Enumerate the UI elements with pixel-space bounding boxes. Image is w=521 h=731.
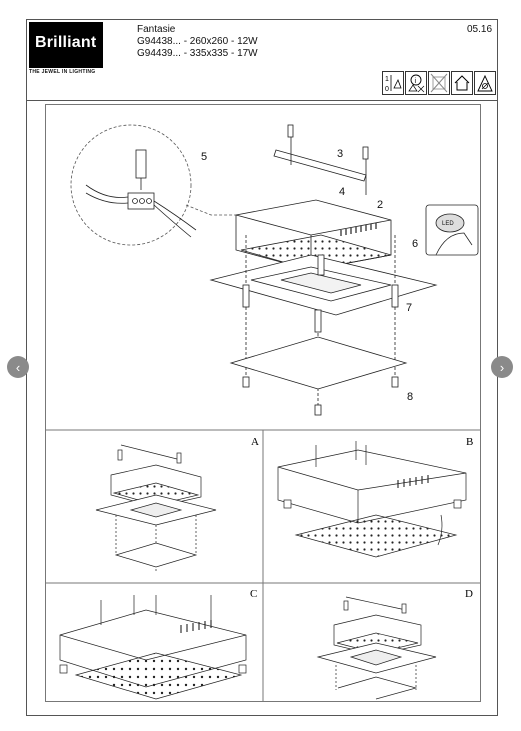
brand-logo: Brilliant	[29, 22, 103, 68]
led-label: LED	[442, 221, 454, 227]
product-variant-2: G94439... - 335x335 - 17W	[137, 48, 258, 59]
document-code: 05.16	[467, 24, 493, 35]
product-info: Fantasie G94438... - 260x260 - 12W G9443…	[137, 24, 258, 60]
chevron-left-icon: ‹	[15, 359, 21, 375]
previous-page-button[interactable]: ‹	[7, 356, 29, 378]
wiring-detail-circle	[70, 124, 192, 246]
brand-name: Brilliant	[35, 34, 97, 51]
callout-6: 6	[412, 238, 418, 250]
panel-b-label: B	[466, 436, 473, 448]
indoor-house-icon	[451, 71, 473, 95]
panel-a-label: A	[251, 436, 259, 448]
panel-c-drawing	[59, 595, 247, 700]
main-exploded-view	[70, 124, 479, 416]
panel-d-label: D	[465, 588, 473, 600]
next-page-button[interactable]: ›	[491, 356, 513, 378]
class-1-icon: 1 0	[382, 71, 404, 95]
assembly-drawing: 5 3 4 2 6 7 8 LED	[46, 124, 480, 701]
panel-b-drawing	[277, 441, 467, 558]
callout-7: 7	[406, 302, 412, 314]
panel-c-label: C	[250, 588, 257, 600]
callout-5: 5	[201, 151, 207, 163]
info-icon: i	[405, 71, 427, 95]
no-mercury-icon	[474, 71, 496, 95]
sheet-header: Brilliant THE JEWEL IN LIGHTING Fantasie…	[27, 20, 497, 101]
svg-text:i: i	[415, 78, 417, 85]
callout-2: 2	[377, 199, 383, 211]
panel-a-drawing	[95, 444, 217, 573]
assembly-drawing-area: 5 3 4 2 6 7 8 LED	[45, 104, 481, 702]
chevron-right-icon: ›	[499, 359, 505, 375]
callout-8: 8	[407, 391, 413, 403]
instruction-sheet: Brilliant THE JEWEL IN LIGHTING Fantasie…	[26, 19, 498, 716]
product-variant-1: G94438... - 260x260 - 12W	[137, 36, 258, 47]
no-dimmer-icon	[428, 71, 450, 95]
product-name: Fantasie	[137, 24, 176, 35]
callout-4: 4	[339, 186, 345, 198]
svg-text:0: 0	[385, 86, 389, 93]
svg-text:1: 1	[385, 76, 389, 83]
brand-tagline: THE JEWEL IN LIGHTING	[29, 69, 96, 75]
panel-d-drawing	[316, 596, 437, 700]
callout-3: 3	[337, 148, 343, 160]
safety-icons: 1 0 i	[382, 71, 497, 97]
